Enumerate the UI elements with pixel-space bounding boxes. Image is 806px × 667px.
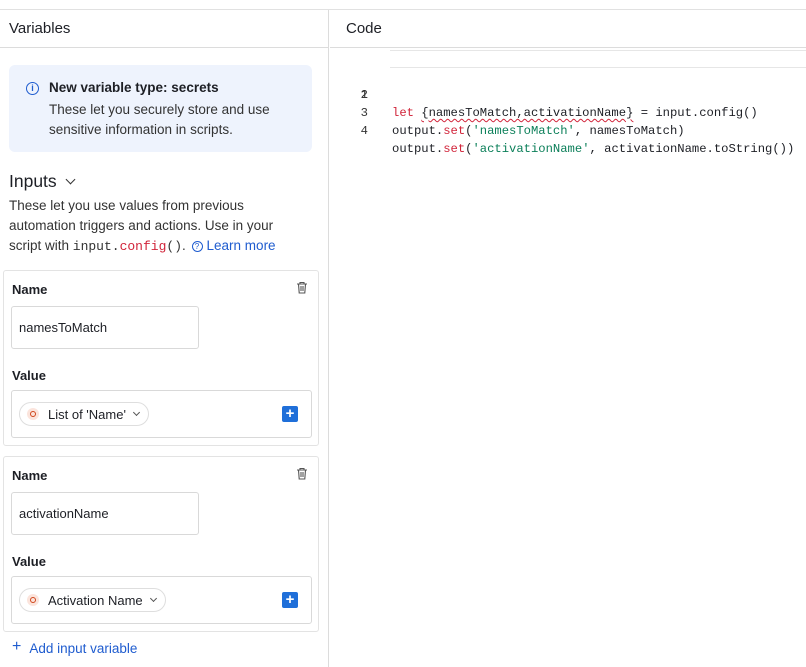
code-rest: = input.config(): [633, 106, 758, 120]
code-error-token: {namesToMatch,activationName}: [421, 106, 634, 120]
value-label: Value: [12, 368, 46, 383]
secrets-notice: i New variable type: secrets These let y…: [9, 65, 312, 152]
add-input-variable-label: Add input variable: [29, 640, 138, 656]
code-method: set: [443, 142, 466, 156]
value-token-pill[interactable]: List of 'Name': [19, 402, 149, 426]
top-divider: [0, 0, 806, 10]
active-line-highlight: [390, 50, 806, 68]
code-editor[interactable]: 1 let {namesToMatch,activationName} = in…: [330, 50, 806, 156]
trash-icon[interactable]: [296, 281, 308, 294]
chevron-down-icon: [149, 594, 157, 603]
code-panel: Code 1 let {namesToMatch,activationName}…: [330, 10, 806, 667]
plus-icon[interactable]: +: [282, 592, 298, 608]
code-line: 1 let {namesToMatch,activationName} = in…: [330, 50, 806, 120]
code-method: set: [443, 124, 466, 138]
code-string: 'namesToMatch': [472, 124, 575, 138]
variable-name-input[interactable]: namesToMatch: [11, 306, 199, 349]
code-rest: , activationName.toString()): [589, 142, 795, 156]
value-token-pill[interactable]: Activation Name: [19, 588, 166, 612]
notice-title: New variable type: secrets: [49, 80, 219, 95]
value-label: Value: [12, 554, 46, 569]
code-paren: (: [465, 124, 473, 138]
code-keyword: let: [392, 106, 414, 120]
code-text: let {namesToMatch,activationName} = inpu…: [392, 104, 758, 122]
code-paren: (: [465, 142, 473, 156]
input-variable-card: Name activationName Value Activation Nam…: [3, 456, 319, 632]
line-number: 4: [360, 124, 368, 138]
inputs-section-toggle[interactable]: Inputs: [9, 171, 76, 192]
question-icon: ?: [191, 241, 203, 252]
code-snippet-obj: input.: [72, 239, 120, 254]
name-label: Name: [12, 468, 48, 483]
variable-value-field[interactable]: List of 'Name' +: [11, 390, 312, 438]
inputs-description: These let you use values from previous a…: [9, 196, 309, 257]
code-text: output.set('activationName', activationN…: [392, 140, 794, 158]
search-source-icon: [27, 594, 39, 606]
line-number: 2: [360, 88, 368, 102]
variable-value-field[interactable]: Activation Name +: [11, 576, 312, 624]
code-snippet: input.config(): [73, 239, 182, 254]
variables-panel-title: Variables: [0, 10, 328, 48]
code-string: 'activationName': [472, 142, 590, 156]
code-text: output.set('namesToMatch', namesToMatch): [392, 122, 685, 140]
learn-more-link[interactable]: Learn more: [206, 238, 276, 253]
add-input-variable-button[interactable]: + Add input variable: [12, 638, 138, 656]
code-obj: output.: [392, 124, 444, 138]
chevron-down-icon: [132, 408, 140, 417]
variables-panel: Variables i New variable type: secrets T…: [0, 10, 329, 667]
line-number: 1: [360, 88, 368, 102]
code-line: 4 output.set('activationName', activatio…: [330, 104, 806, 156]
code-line: 3 output.set('namesToMatch', namesToMatc…: [330, 86, 806, 138]
search-source-icon: [27, 408, 39, 420]
variable-name-input[interactable]: activationName: [11, 492, 199, 535]
value-token-label: List of 'Name': [48, 406, 126, 422]
code-snippet-fn: config: [119, 239, 167, 254]
value-token-label: Activation Name: [48, 592, 143, 608]
trash-icon[interactable]: [296, 467, 308, 480]
code-panel-title: Code: [330, 10, 806, 48]
notice-body: These let you securely store and use sen…: [49, 102, 270, 137]
plus-icon: +: [12, 638, 22, 655]
code-line: 2: [330, 68, 806, 102]
info-icon: i: [26, 82, 39, 95]
line-number: 3: [360, 106, 368, 120]
input-variable-card: Name namesToMatch Value List of 'Name' +: [3, 270, 319, 446]
name-label: Name: [12, 282, 48, 297]
chevron-down-icon: [65, 174, 76, 185]
code-obj: output.: [392, 142, 444, 156]
inputs-title: Inputs: [9, 171, 57, 191]
inputs-desc-end: .: [182, 238, 186, 253]
code-rest: , namesToMatch): [574, 124, 685, 138]
code-snippet-parens: (): [166, 239, 182, 254]
plus-icon[interactable]: +: [282, 406, 298, 422]
inputs-desc-text: These let you use values from previous a…: [9, 198, 274, 253]
